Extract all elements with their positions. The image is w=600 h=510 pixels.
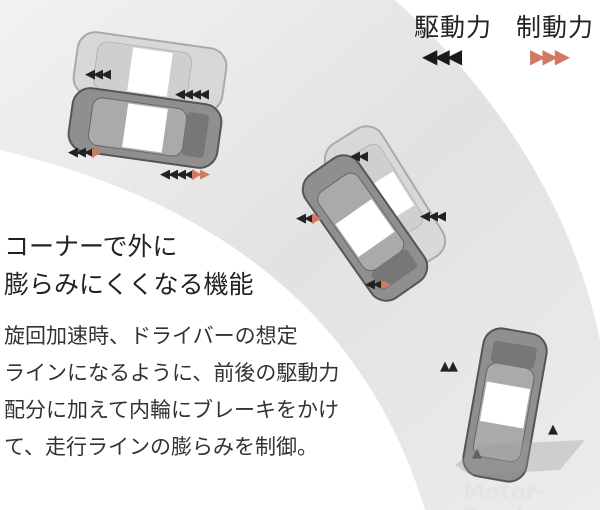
description-line: 配分に加えて内輪にブレーキをかけ [4,398,339,422]
legend-brake-label: 制動力 [516,13,595,42]
drive-arrow-icon: ◀◀◀ [420,209,446,224]
legend-drive: 駆動力 ◀◀◀ [414,8,492,68]
drive-arrow-icon: ◀◀ [350,149,368,164]
drive-arrow-icon: ◀◀▶ [296,211,322,226]
drive-arrow-icon: ◀◀◀◀ [175,87,209,102]
heading: コーナーで外に 膨らみにくくなる機能 [4,228,254,304]
drive-arrows-icon: ◀◀◀ [422,44,462,68]
watermark-logo [455,440,585,475]
description-line: て、走行ラインの膨らみを制御。 [4,435,318,459]
drive-arrow-icon: ◀◀◀ [85,67,111,82]
heading-line: 膨らみにくくなる機能 [4,270,254,299]
drive-arrow-icon: ◀◀◀▶ [68,145,102,160]
drive-arrow-icon: ▲▲ [440,359,458,374]
description-line: 旋回加速時、ドライバーの想定 [4,324,298,348]
legend-drive-label: 駆動力 [414,13,493,42]
brake-arrows-icon: ▶▶▶ [530,44,570,68]
heading-line: コーナーで外に [4,232,178,261]
description-line: ラインになるように、前後の駆動力 [4,361,340,385]
watermark: Motor-Fan.jp [463,480,546,510]
drive-arrow-icon: ◀◀▶ [365,277,391,292]
drive-arrow-icon: ◀◀◀◀▶▶ [160,167,210,182]
legend-brake: 制動力 ▶▶▶ [516,8,594,68]
description: 旋回加速時、ドライバーの想定 ラインになるように、前後の駆動力 配分に加えて内輪… [4,318,339,466]
